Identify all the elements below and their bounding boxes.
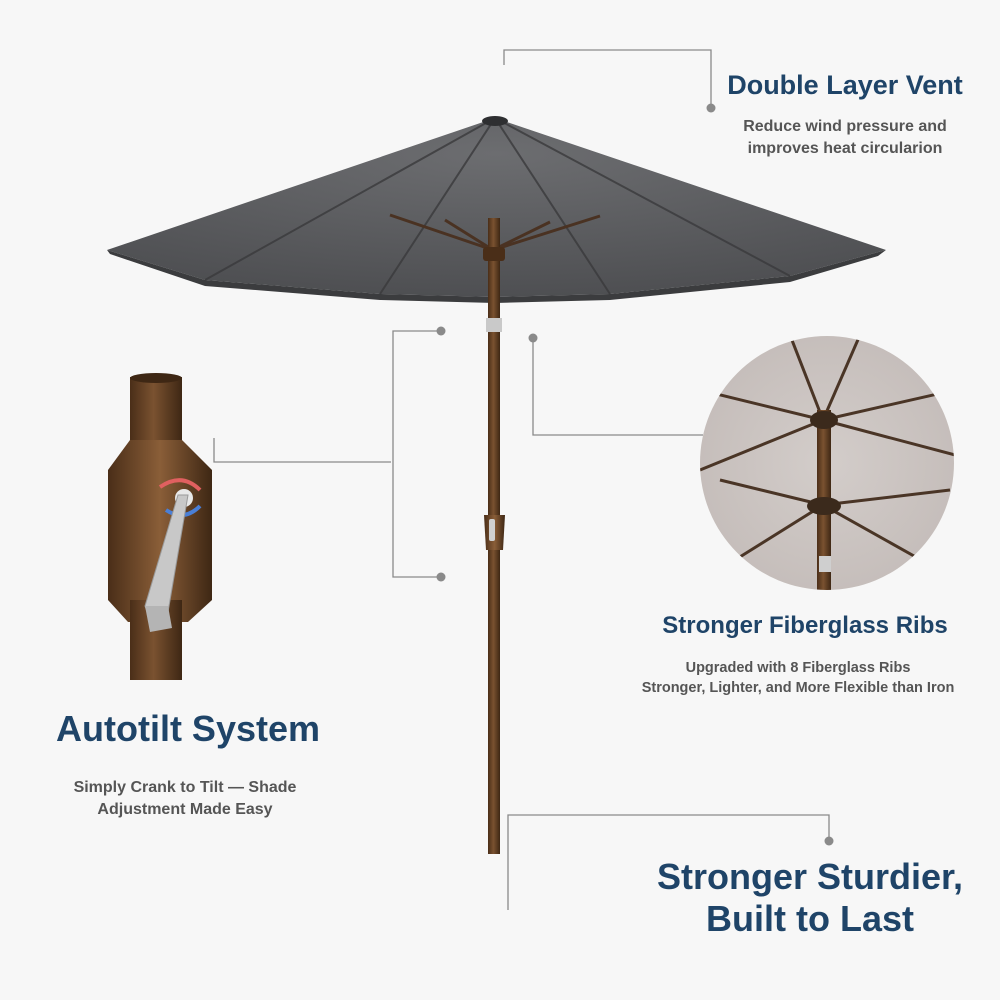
vent-desc-line-2: improves heat circularion (747, 139, 943, 157)
vent-title: Double Layer Vent (727, 70, 963, 100)
vent-desc-line-1: Reduce wind pressure and (743, 118, 947, 135)
vent-cap (482, 116, 508, 126)
vent-description: Reduce wind pressure and improves heat c… (715, 116, 975, 159)
crank-closeup (108, 373, 212, 680)
ribs-desc-line-1: Upgraded with 8 Fiberglass Ribs (685, 660, 911, 676)
sturdy-title: Stronger Sturdier, Built to Last (640, 856, 980, 941)
autotilt-desc-line-1: Simply Crank to Tilt — Shade (73, 779, 297, 796)
callout-lines (213, 49, 830, 910)
callout-dots (436, 103, 834, 846)
ribs-title: Stronger Fiberglass Ribs (662, 612, 948, 639)
autotilt-title: Autotilt System (55, 708, 321, 749)
autotilt-desc-line-2: Adjustment Made Easy (97, 800, 273, 818)
ribs-closeup (700, 336, 954, 590)
ribs-description: Upgraded with 8 Fiberglass Ribs Stronger… (598, 659, 998, 698)
ribs-desc-line-2: Stronger, Lighter, and More Flexible tha… (641, 679, 955, 696)
umbrella-canopy (107, 116, 886, 303)
umbrella-pole (483, 218, 505, 854)
sturdy-title-line-1: Stronger Sturdier, (656, 856, 964, 897)
autotilt-description: Simply Crank to Tilt — Shade Adjustment … (40, 777, 330, 820)
sturdy-title-line-2: Built to Last (706, 898, 914, 940)
